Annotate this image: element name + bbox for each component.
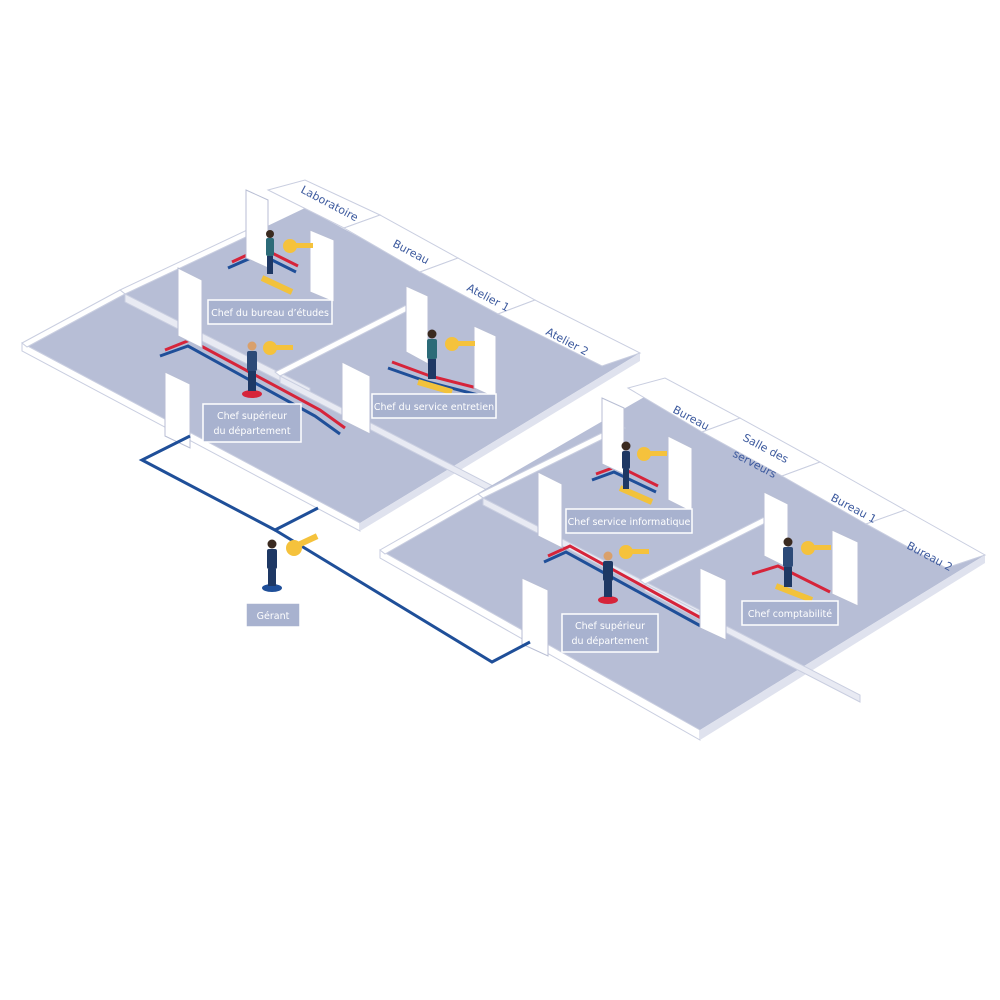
badge-gerant: Gérant (245, 602, 301, 628)
door-b-entrance (521, 577, 549, 657)
door-a-bureau (309, 229, 335, 303)
door-a-atelier2 (473, 325, 497, 399)
path-yellow-b3 (774, 583, 814, 603)
person-chef-info (621, 441, 631, 489)
key-chef-superieur-a (263, 341, 293, 355)
svg-text:du département: du département (571, 636, 648, 647)
person-chef-etudes (266, 230, 274, 274)
svg-text:Chef comptabilité: Chef comptabilité (748, 609, 832, 620)
key-chef-etudes (283, 239, 313, 253)
path-yellow-a3 (417, 379, 453, 395)
door-a-entrance (164, 371, 191, 449)
building-a-slab-edge-right (360, 353, 640, 531)
marker-red-a (242, 390, 262, 398)
person-chef-superieur-a (242, 341, 262, 398)
connection-manager-building-a (138, 434, 319, 532)
svg-text:Chef du service entretien: Chef du service entretien (374, 402, 494, 413)
manager-connections (138, 434, 531, 664)
building-a: Laboratoire Bureau Atelier 1 Atelier 2 (21, 179, 642, 532)
building-a-walls (21, 179, 642, 508)
badge-chef-compta: Chef comptabilité (741, 600, 839, 626)
door-b-serveurs (667, 435, 693, 513)
path-red-b3 (751, 564, 831, 594)
svg-text:Chef service informatique: Chef service informatique (568, 517, 691, 528)
person-chef-entretien (427, 329, 437, 379)
manager-person (262, 539, 282, 592)
marker-blue-manager (262, 584, 282, 592)
building-a-floor (22, 208, 640, 523)
key-chef-compta (801, 541, 831, 555)
svg-text:Chef supérieur: Chef supérieur (217, 411, 287, 422)
key-chef-info (637, 447, 667, 461)
building-b-doors (521, 397, 859, 657)
person-chef-superieur-b (598, 551, 618, 604)
svg-text:Gérant: Gérant (257, 611, 290, 622)
door-a-atelier1 (405, 285, 429, 365)
svg-text:Chef supérieur: Chef supérieur (575, 621, 645, 632)
door-b-bureau2 (831, 529, 859, 607)
svg-text:du département: du département (213, 426, 290, 437)
key-chef-superieur-b (619, 545, 649, 559)
svg-text:Chef du bureau d’études: Chef du bureau d’études (211, 308, 329, 319)
building-a-people (242, 230, 475, 398)
door-b-bureau (601, 397, 625, 475)
door-a-lab (245, 189, 269, 269)
badge-chef-info: Chef service informatique (565, 508, 693, 534)
badge-chef-etudes: Chef du bureau d’études (207, 299, 333, 325)
badge-chef-superieur-b: Chef supérieur du département (561, 613, 659, 653)
building-b-people (598, 441, 831, 604)
door-a-corridor (177, 267, 203, 349)
path-yellow-b2 (618, 485, 654, 505)
key-manager (286, 533, 319, 556)
door-b-compta (699, 567, 727, 641)
path-blue-b (543, 550, 709, 632)
connection-manager-building-b (274, 528, 531, 664)
building-b: Bureau Salle des serveurs Bureau 1 Burea… (379, 377, 987, 741)
badge-chef-superieur-a: Chef supérieur du département (202, 403, 302, 443)
door-b-corridor (537, 471, 563, 549)
path-blue-b2 (591, 470, 657, 494)
path-yellow-a (260, 275, 294, 295)
marker-red-b (598, 596, 618, 604)
person-chef-compta (783, 537, 793, 587)
door-a-entretien (341, 361, 371, 435)
key-chef-entretien (445, 337, 475, 351)
building-b-slab-edge-right (700, 555, 985, 740)
badge-chef-entretien: Chef du service entretien (371, 393, 497, 419)
building-a-doors (164, 189, 497, 449)
